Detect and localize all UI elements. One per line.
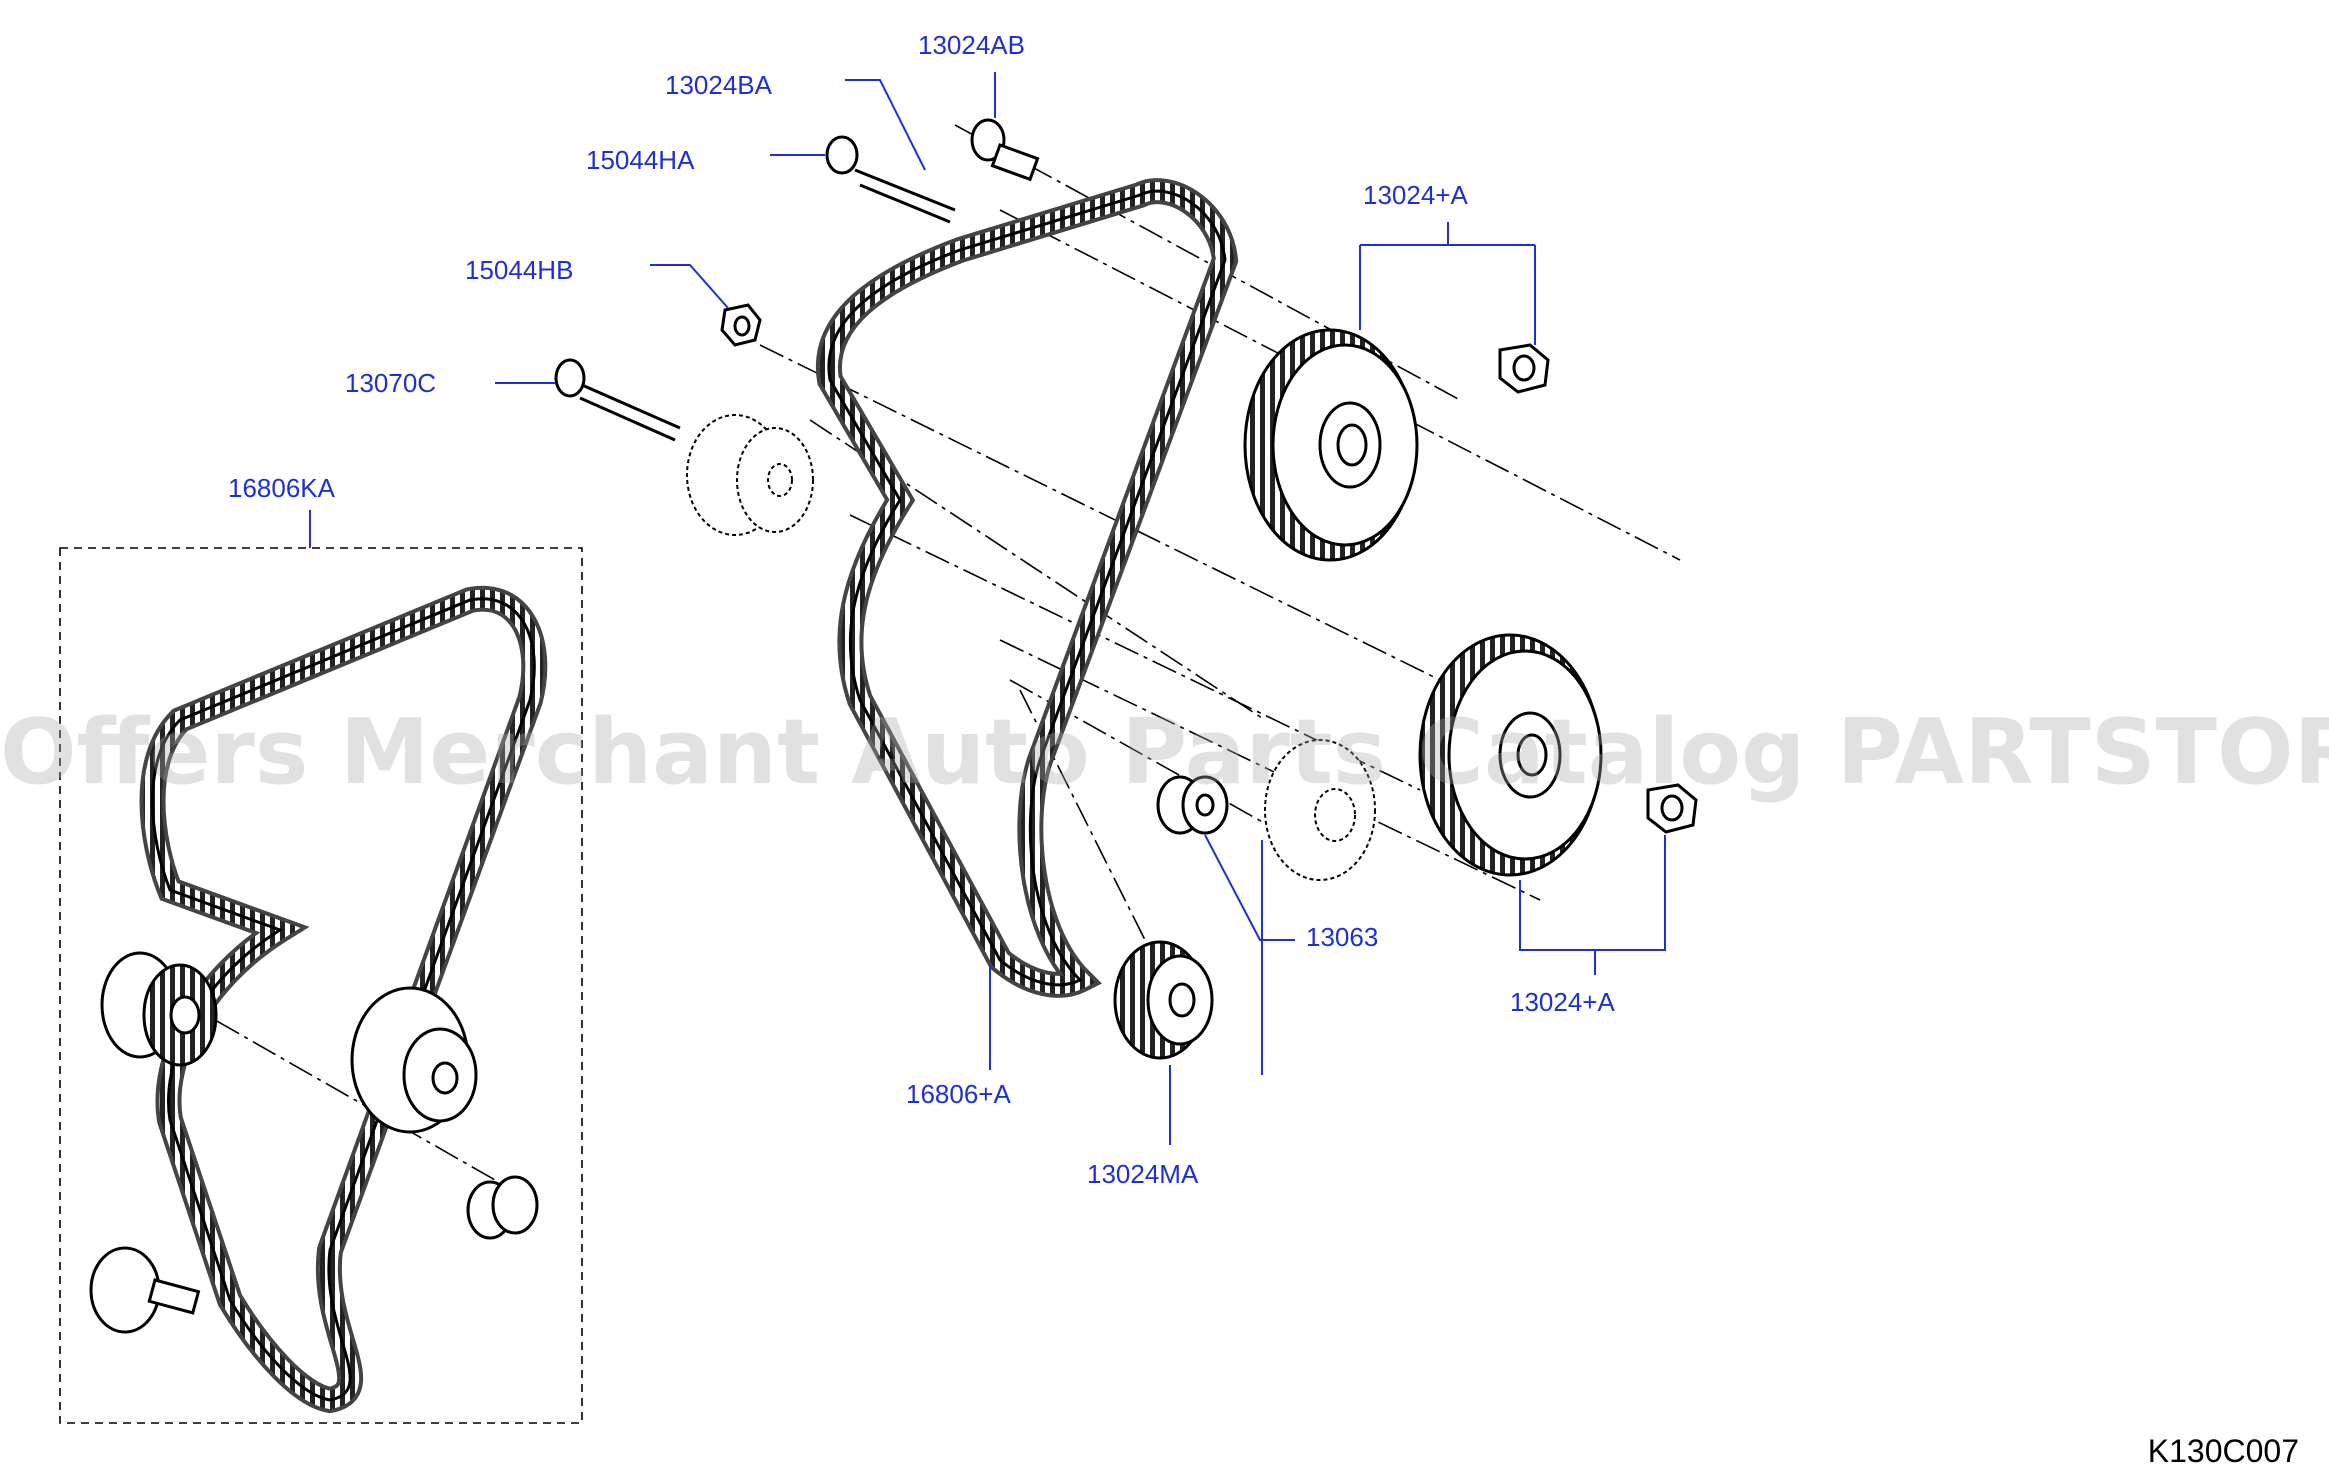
callout-15044ha[interactable]: 15044HA <box>586 145 695 175</box>
kit-timing-belt <box>139 585 548 1414</box>
kit-dashed-box <box>59 547 583 1424</box>
tensioner <box>1264 739 1376 881</box>
bolt-13024BA <box>825 135 956 224</box>
spacer-13063 <box>1156 775 1229 835</box>
bolt-13070C <box>554 358 681 442</box>
upper-sprocket-nut <box>1498 343 1550 394</box>
callout-13024ba[interactable]: 13024BA <box>665 70 772 100</box>
idler-pulley <box>686 414 814 536</box>
callout-16806ka[interactable]: 16806KA <box>228 473 335 503</box>
upper-cam-sprocket <box>1243 328 1419 562</box>
nut-15044HB <box>720 303 762 347</box>
diagram-code: K130C007 <box>2147 1433 2299 1469</box>
kit-spacer <box>466 1175 539 1240</box>
callout-13024a-top[interactable]: 13024+A <box>1363 180 1468 210</box>
bolt-13024AB <box>970 118 1040 182</box>
callout-13024ma[interactable]: 13024MA <box>1087 1159 1199 1189</box>
kit-bolt <box>89 1246 201 1334</box>
leader-lines <box>309 72 1666 1145</box>
callout-13024a-bottom[interactable]: 13024+A <box>1510 987 1615 1017</box>
kit-idler-pulley <box>100 951 218 1067</box>
callout-13063[interactable]: 13063 <box>1306 922 1379 952</box>
callout-16806a[interactable]: 16806+A <box>906 1079 1011 1109</box>
callout-13070c[interactable]: 13070C <box>345 368 437 398</box>
callout-15044hb[interactable]: 15044HB <box>465 255 574 285</box>
callout-13024ab[interactable]: 13024AB <box>918 30 1025 60</box>
lower-cam-sprocket <box>1418 633 1603 877</box>
crank-sprocket <box>1113 940 1214 1060</box>
main-timing-belt <box>815 178 1239 998</box>
lower-sprocket-nut <box>1646 783 1698 834</box>
kit-tensioner <box>350 986 478 1134</box>
